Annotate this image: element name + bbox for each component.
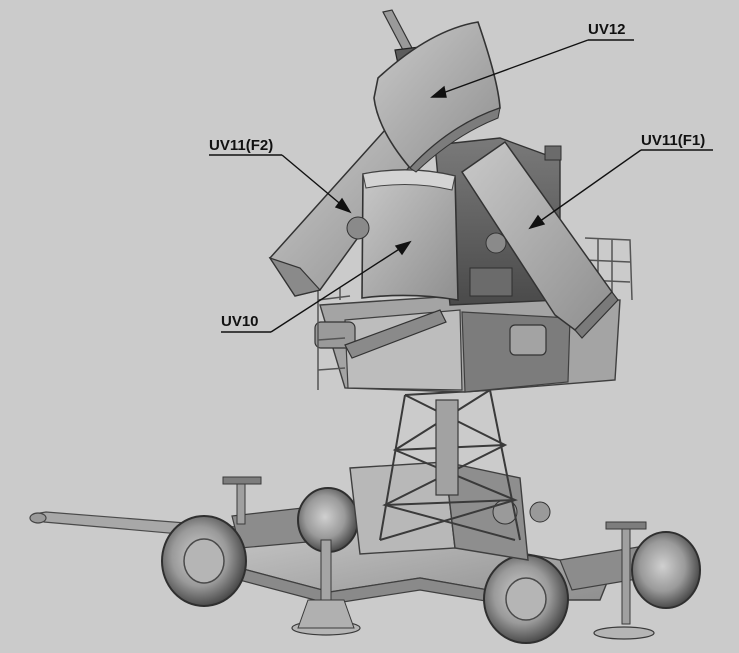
wheel-front-right (483, 554, 569, 644)
upper-platform (314, 237, 633, 393)
label-uv11-f2: UV11(F2) (209, 137, 274, 154)
leveling-jacks (222, 476, 655, 640)
callout-line-uv12 (430, 39, 634, 98)
label-uv12: UV12 (588, 21, 626, 38)
antenna-uv11-f1 (460, 140, 619, 339)
wheel-rear-right (631, 531, 701, 609)
base-equipment-box (349, 461, 551, 561)
lattice-mast (379, 389, 521, 541)
label-uv11-f1: UV11(F1) (641, 132, 706, 149)
callout-line-uv11-f2 (209, 154, 352, 214)
wheel-front-left (161, 515, 247, 607)
callout-line-uv11-f1 (528, 149, 713, 230)
callout-line-uv10 (221, 240, 412, 333)
label-uv10: UV10 (221, 313, 259, 330)
callout-lines (209, 39, 713, 333)
antenna-uv10 (346, 169, 507, 301)
